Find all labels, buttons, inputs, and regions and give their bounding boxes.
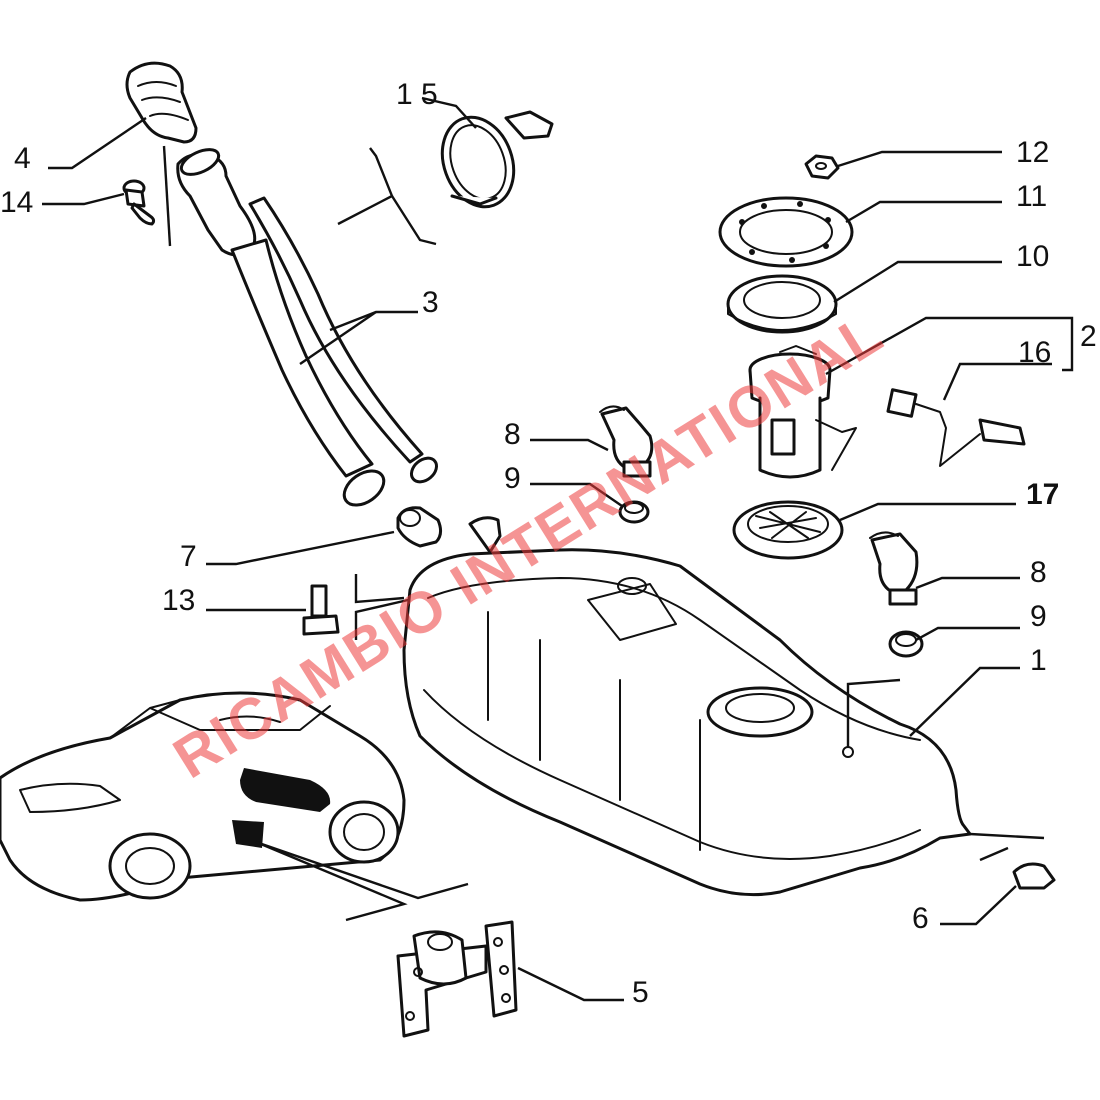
callout-10: 10 xyxy=(1016,240,1049,273)
callout-14: 14 xyxy=(0,186,33,219)
callout-12: 12 xyxy=(1016,136,1049,169)
part-2-fuel-pump xyxy=(748,345,857,479)
callout-5: 5 xyxy=(632,976,649,1009)
callout-13: 13 xyxy=(162,584,195,617)
callout-9-upper: 9 xyxy=(504,462,521,495)
leader-lines xyxy=(42,96,1074,1002)
part-15-hose-clamp xyxy=(440,110,554,209)
part-9-grommet-lower xyxy=(888,630,924,658)
part-17-filter xyxy=(732,500,844,560)
callout-labels: 4 14 1 5 3 12 11 10 2 16 17 8 9 8 9 1 7 … xyxy=(0,78,1097,1009)
part-10-gasket-ring xyxy=(726,274,838,334)
part-5-bracket-valve xyxy=(396,920,518,1038)
callout-6: 6 xyxy=(912,902,929,935)
callout-1: 1 xyxy=(1030,644,1047,677)
part-1-fuel-tank xyxy=(402,516,972,897)
callout-3: 3 xyxy=(422,286,439,319)
callout-16: 16 xyxy=(1018,336,1051,369)
part-16-wiring-harness xyxy=(886,388,1026,467)
callout-17: 17 xyxy=(1026,478,1059,511)
part-7-sleeve xyxy=(396,506,443,548)
part-8-valve-lower xyxy=(869,531,919,606)
part-14-screw xyxy=(122,179,156,226)
callout-9-lower: 9 xyxy=(1030,600,1047,633)
callout-4: 4 xyxy=(14,142,31,175)
callout-7: 7 xyxy=(180,540,197,573)
part-13-bolt xyxy=(302,584,340,636)
callout-8-upper: 8 xyxy=(504,418,521,451)
part-9-grommet-upper xyxy=(618,500,650,524)
callout-2: 2 xyxy=(1080,320,1097,353)
part-4-filler-cap xyxy=(125,61,198,144)
car-location-sketch xyxy=(0,691,406,902)
part-8-valve-upper xyxy=(599,405,654,478)
part-6-clip xyxy=(1012,862,1056,890)
part-12-nut xyxy=(804,154,840,180)
part-3-filler-pipes xyxy=(176,148,439,507)
callout-8-lower: 8 xyxy=(1030,556,1047,589)
callout-11: 11 xyxy=(1016,180,1047,213)
part-11-flange-ring xyxy=(718,196,854,268)
callout-15: 1 5 xyxy=(396,78,438,111)
